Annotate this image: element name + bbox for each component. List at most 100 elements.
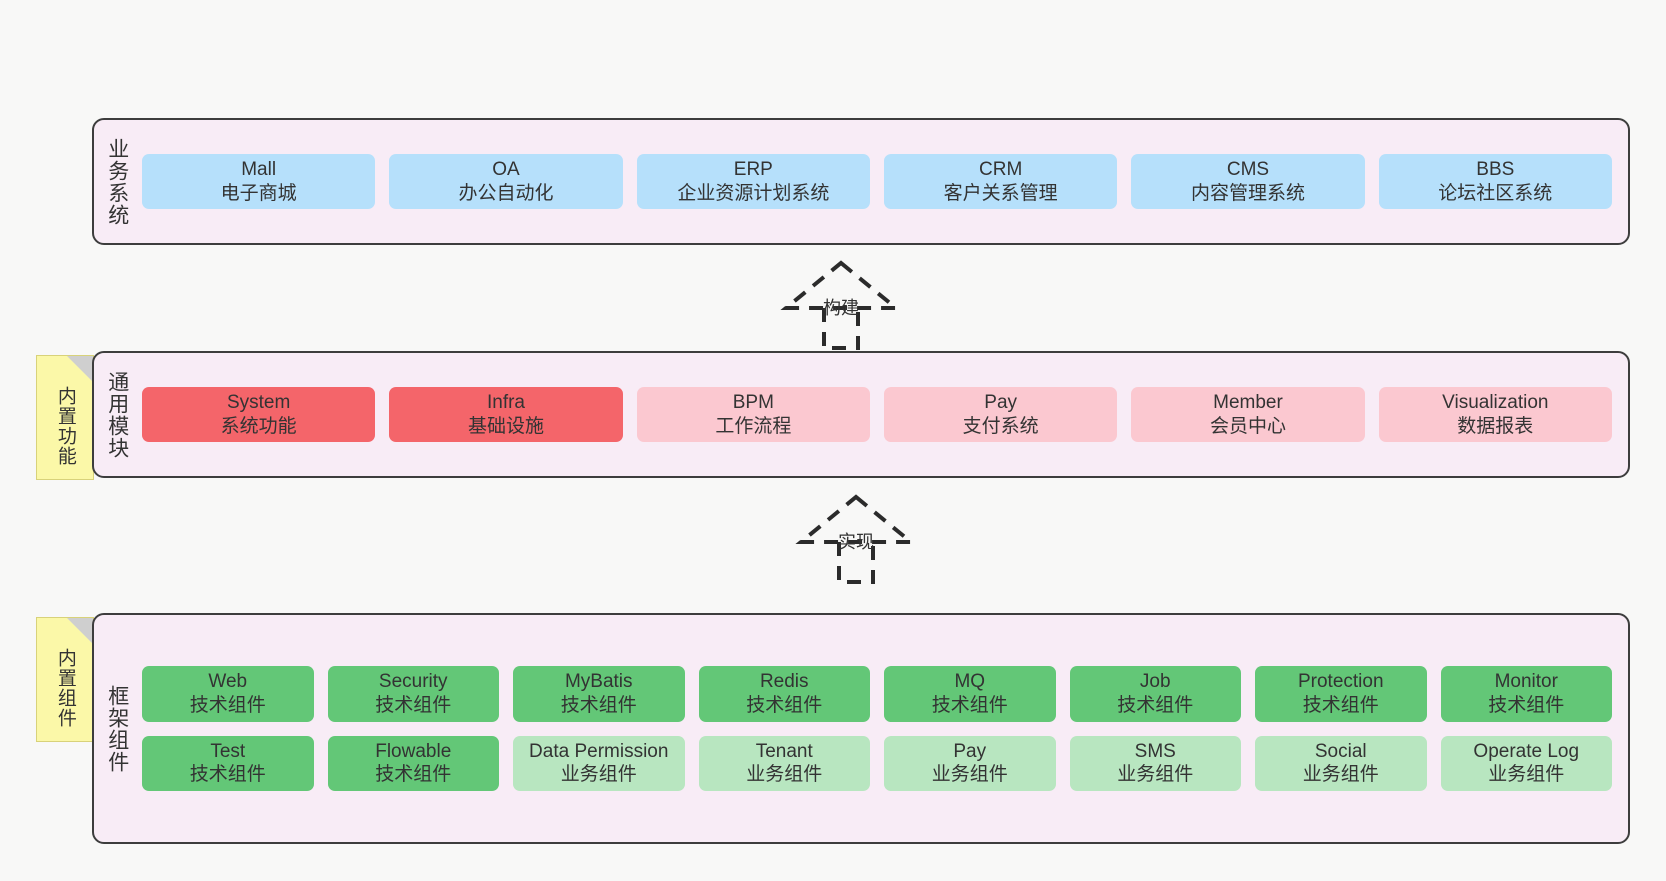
node-web[interactable]: Web 技术组件 — [142, 665, 314, 722]
node-security[interactable]: Security 技术组件 — [327, 665, 499, 722]
node-member[interactable]: Member 会员中心 — [1131, 386, 1365, 443]
connector-stem-icon — [837, 542, 875, 584]
layer-common-module[interactable]: 通用模块 System 系统功能 Infra 基础设施 BPM 工作流程 Pay… — [92, 351, 1630, 478]
generalization-arrowhead-icon — [795, 494, 917, 544]
layer-row: Mall 电子商城 OA 办公自动化 ERP 企业资源计划系统 CRM 客户关系… — [142, 153, 1612, 210]
node-subtitle: 技术组件 — [1302, 694, 1379, 716]
node-subtitle: 业务组件 — [746, 764, 823, 786]
note-builtin-component: 内置组件 — [36, 617, 94, 742]
node-subtitle: 客户关系管理 — [943, 182, 1058, 204]
node-subtitle: 会员中心 — [1209, 415, 1286, 437]
node-title: Protection — [1297, 670, 1384, 692]
connector-stem-icon — [822, 308, 860, 350]
node-title: MQ — [954, 670, 986, 692]
node-oa[interactable]: OA 办公自动化 — [389, 153, 623, 210]
node-title: MyBatis — [564, 670, 633, 692]
layer-framework-component[interactable]: 框架组件 Web 技术组件 Security 技术组件 MyBatis 技术组件… — [92, 613, 1630, 844]
node-social[interactable]: Social 业务组件 — [1255, 735, 1427, 792]
node-subtitle: 业务组件 — [931, 764, 1008, 786]
node-mq[interactable]: MQ 技术组件 — [884, 665, 1056, 722]
node-subtitle: 技术组件 — [375, 764, 452, 786]
node-title: BBS — [1476, 158, 1515, 180]
node-subtitle: 技术组件 — [931, 694, 1008, 716]
connector-label: 构建 — [823, 298, 859, 318]
layer-row: Test 技术组件 Flowable 技术组件 Data Permission … — [142, 735, 1612, 792]
node-tenant[interactable]: Tenant 业务组件 — [698, 735, 870, 792]
node-subtitle: 技术组件 — [746, 694, 823, 716]
node-sms[interactable]: SMS 业务组件 — [1069, 735, 1241, 792]
node-cms[interactable]: CMS 内容管理系统 — [1131, 153, 1365, 210]
connector-build: 构建 — [766, 258, 916, 353]
node-subtitle: 电子商城 — [220, 182, 297, 204]
node-title: Social — [1314, 740, 1367, 762]
node-title: Web — [208, 670, 248, 692]
layer-body-business-system: Mall 电子商城 OA 办公自动化 ERP 企业资源计划系统 CRM 客户关系… — [140, 120, 1628, 243]
note-fold-corner-icon — [67, 356, 93, 382]
node-title: ERP — [733, 158, 773, 180]
node-protection[interactable]: Protection 技术组件 — [1255, 665, 1427, 722]
node-pay[interactable]: Pay 支付系统 — [883, 386, 1118, 443]
node-subtitle: 业务组件 — [1302, 764, 1379, 786]
node-subtitle: 技术组件 — [189, 764, 266, 786]
connector-implement: 实现 — [781, 492, 931, 587]
layer-label-business-system: 业务系统 — [105, 137, 129, 226]
node-mall[interactable]: Mall 电子商城 — [142, 153, 376, 210]
node-mybatis[interactable]: MyBatis 技术组件 — [513, 665, 685, 722]
node-subtitle: 数据报表 — [1457, 415, 1534, 437]
node-title: Security — [378, 670, 448, 692]
node-subtitle: 技术组件 — [375, 694, 452, 716]
node-subtitle: 基础设施 — [467, 415, 544, 437]
layer-row: System 系统功能 Infra 基础设施 BPM 工作流程 Pay 支付系统… — [142, 386, 1612, 443]
node-subtitle: 技术组件 — [189, 694, 266, 716]
node-title: Pay — [984, 391, 1018, 413]
node-subtitle: 技术组件 — [1117, 694, 1194, 716]
node-subtitle: 论坛社区系统 — [1438, 182, 1553, 204]
node-title: Infra — [486, 391, 525, 413]
node-redis[interactable]: Redis 技术组件 — [698, 665, 870, 722]
node-title: Operate Log — [1473, 740, 1580, 762]
node-erp[interactable]: ERP 企业资源计划系统 — [636, 153, 870, 210]
node-title: SMS — [1134, 740, 1176, 762]
node-job[interactable]: Job 技术组件 — [1069, 665, 1241, 722]
node-subtitle: 业务组件 — [1117, 764, 1194, 786]
node-title: CRM — [979, 158, 1023, 180]
node-bpm[interactable]: BPM 工作流程 — [636, 386, 870, 443]
node-title: Pay — [953, 740, 987, 762]
note-fold-corner-icon — [67, 618, 93, 644]
node-subtitle: 企业资源计划系统 — [677, 182, 830, 204]
node-flowable[interactable]: Flowable 技术组件 — [327, 735, 499, 792]
note-builtin-feature: 内置功能 — [36, 355, 94, 480]
node-subtitle: 业务组件 — [560, 764, 637, 786]
node-subtitle: 工作流程 — [715, 415, 792, 437]
node-system[interactable]: System 系统功能 — [142, 386, 376, 443]
node-test[interactable]: Test 技术组件 — [142, 735, 314, 792]
layer-business-system[interactable]: 业务系统 Mall 电子商城 OA 办公自动化 ERP 企业资源计划系统 CRM… — [92, 118, 1630, 245]
node-subtitle: 办公自动化 — [458, 182, 554, 204]
layer-body-common-module: System 系统功能 Infra 基础设施 BPM 工作流程 Pay 支付系统… — [140, 353, 1628, 476]
node-pay-component[interactable]: Pay 业务组件 — [884, 735, 1056, 792]
note-label: 内置组件 — [54, 647, 76, 728]
node-title: Tenant — [755, 740, 813, 762]
node-title: System — [226, 391, 291, 413]
node-visualization[interactable]: Visualization 数据报表 — [1378, 386, 1612, 443]
node-title: Redis — [759, 670, 809, 692]
node-monitor[interactable]: Monitor 技术组件 — [1440, 665, 1612, 722]
node-title: Member — [1213, 391, 1283, 413]
node-title: CMS — [1226, 158, 1270, 180]
layer-label-common-module: 通用模块 — [105, 370, 129, 459]
connector-label: 实现 — [838, 532, 874, 552]
node-title: Job — [1139, 670, 1171, 692]
node-subtitle: 技术组件 — [560, 694, 637, 716]
node-data-permission[interactable]: Data Permission 业务组件 — [513, 735, 685, 792]
node-title: Monitor — [1494, 670, 1558, 692]
node-title: OA — [492, 158, 520, 180]
layer-row: Web 技术组件 Security 技术组件 MyBatis 技术组件 Redi… — [142, 665, 1612, 722]
node-operate-log[interactable]: Operate Log 业务组件 — [1440, 735, 1612, 792]
node-subtitle: 系统功能 — [220, 415, 297, 437]
node-title: Data Permission — [529, 740, 669, 762]
node-crm[interactable]: CRM 客户关系管理 — [883, 153, 1118, 210]
node-subtitle: 业务组件 — [1488, 764, 1565, 786]
node-infra[interactable]: Infra 基础设施 — [389, 386, 623, 443]
node-bbs[interactable]: BBS 论坛社区系统 — [1378, 153, 1612, 210]
